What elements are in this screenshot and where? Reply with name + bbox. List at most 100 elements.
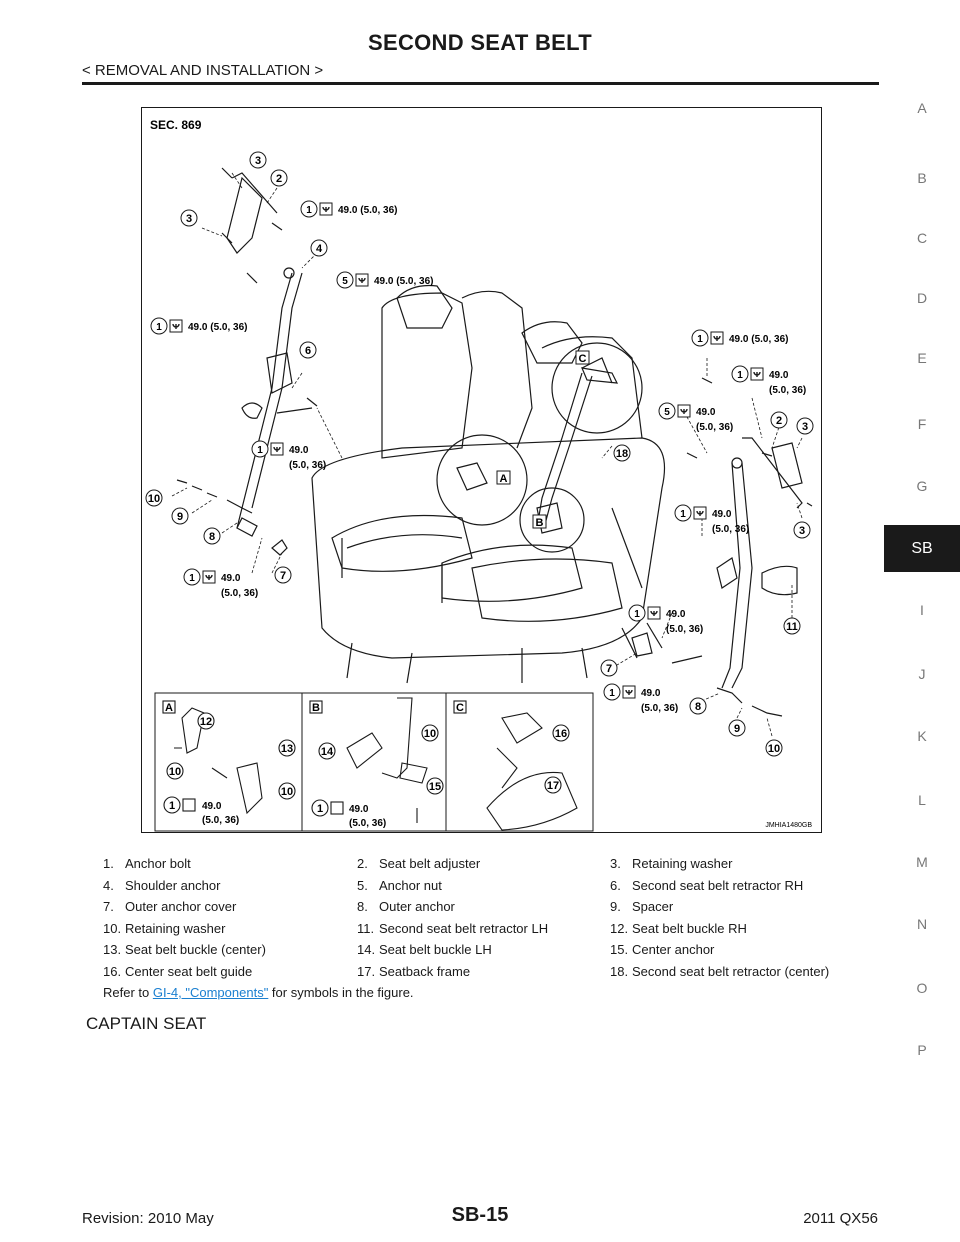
index-tab-k[interactable]: K bbox=[917, 728, 927, 744]
index-tab-a[interactable]: A bbox=[917, 100, 927, 116]
index-tab-d[interactable]: D bbox=[916, 290, 928, 306]
svg-text:11: 11 bbox=[786, 621, 798, 633]
legend-row: 13.Seat belt buckle (center) 14.Seat bel… bbox=[103, 942, 883, 964]
svg-text:1: 1 bbox=[634, 609, 640, 620]
torque-callout-8: 5 49.0 (5.0, 36) bbox=[658, 402, 733, 433]
svg-text:18: 18 bbox=[616, 448, 628, 460]
legend-label: Seatback frame bbox=[379, 963, 471, 979]
index-tab-j[interactable]: J bbox=[918, 666, 926, 682]
svg-text:1: 1 bbox=[156, 322, 162, 333]
svg-text:7: 7 bbox=[606, 663, 612, 675]
footer-revision: Revision: 2010 May bbox=[82, 1210, 214, 1227]
callout-8b: 8 bbox=[689, 697, 707, 715]
svg-text:14: 14 bbox=[321, 746, 334, 758]
legend-label: Second seat belt retractor RH bbox=[632, 877, 804, 893]
svg-text:1: 1 bbox=[737, 370, 743, 381]
legend-number: 16. bbox=[103, 963, 122, 979]
index-tab-i[interactable]: I bbox=[920, 602, 924, 618]
callout-7a: 7 bbox=[274, 566, 292, 584]
legend-row: 7.Outer anchor cover 8.Outer anchor 9.Sp… bbox=[103, 899, 883, 921]
svg-text:9: 9 bbox=[734, 723, 740, 735]
inset-a bbox=[162, 700, 296, 815]
callout-2b: 2 bbox=[770, 411, 788, 429]
retractor-rh-assembly bbox=[176, 167, 318, 556]
svg-text:3: 3 bbox=[802, 421, 808, 433]
index-tab-b[interactable]: B bbox=[917, 170, 927, 186]
legend-number: 3. bbox=[610, 856, 621, 871]
svg-text:9: 9 bbox=[177, 511, 183, 523]
index-tab-o[interactable]: O bbox=[916, 980, 928, 996]
svg-text:49.0: 49.0 bbox=[696, 407, 716, 418]
callout-3a: 3 bbox=[249, 151, 267, 169]
center-belt bbox=[436, 342, 643, 553]
parts-legend: 1.Anchor bolt 2.Seat belt adjuster 3.Ret… bbox=[103, 856, 883, 985]
svg-text:5: 5 bbox=[342, 276, 348, 287]
legend-number: 18. bbox=[610, 963, 629, 979]
callout-lines bbox=[171, 172, 803, 737]
index-tab-c[interactable]: C bbox=[916, 230, 928, 246]
legend-label: Second seat belt retractor LH bbox=[379, 920, 549, 936]
torque-callout-3: 1 49.0 (5.0, 36) bbox=[150, 317, 247, 335]
legend-number: 9. bbox=[610, 899, 621, 914]
index-tab-m[interactable]: M bbox=[916, 854, 928, 870]
legend-label: Spacer bbox=[632, 899, 674, 914]
section-heading: CAPTAIN SEAT bbox=[86, 1014, 207, 1033]
index-tab-n[interactable]: N bbox=[916, 916, 928, 932]
torque-callout-6: 1 49.0 (5.0, 36) bbox=[691, 329, 788, 347]
callout-6: 6 bbox=[299, 341, 317, 359]
svg-text:10: 10 bbox=[424, 728, 436, 740]
svg-text:2: 2 bbox=[776, 415, 782, 427]
svg-text:1: 1 bbox=[257, 445, 263, 456]
detail-letter-b: B bbox=[536, 517, 544, 529]
legend-label: Outer anchor cover bbox=[125, 899, 237, 914]
torque-callout-9: 1 49.0 (5.0, 36) bbox=[674, 504, 749, 535]
svg-text:10: 10 bbox=[768, 743, 780, 755]
callout-18: 18 bbox=[613, 444, 631, 462]
index-tab-p[interactable]: P bbox=[917, 1042, 927, 1058]
callout-4: 4 bbox=[310, 239, 328, 257]
svg-text:10: 10 bbox=[281, 786, 293, 798]
svg-text:1: 1 bbox=[306, 205, 312, 216]
callout-3d: 3 bbox=[793, 521, 811, 539]
torque-callout-7: 1 49.0 (5.0, 36) bbox=[731, 365, 806, 396]
figure-code: JMHIA1480GB bbox=[765, 822, 812, 829]
legend-label: Anchor nut bbox=[379, 877, 442, 893]
legend-number: 2. bbox=[357, 856, 368, 871]
svg-text:(5.0, 36): (5.0, 36) bbox=[349, 818, 386, 829]
svg-text:1: 1 bbox=[189, 573, 195, 584]
torque-callout-2: 5 49.0 (5.0, 36) bbox=[336, 271, 433, 289]
item-callouts: 3 2 3 4 6 10 9 8 7 18 2 3 3 11 7 8 9 10 bbox=[145, 151, 814, 757]
inset-c bbox=[453, 700, 578, 831]
callout-9a: 9 bbox=[171, 507, 189, 525]
svg-text:49.0: 49.0 bbox=[712, 509, 732, 520]
svg-text:7: 7 bbox=[280, 570, 286, 582]
torque-callout-4: 1 49.0 (5.0, 36) bbox=[251, 440, 326, 471]
index-tab-sb[interactable]: SB bbox=[884, 525, 960, 572]
legend-number: 11. bbox=[357, 920, 375, 936]
legend-label: Second seat belt retractor (center) bbox=[632, 963, 830, 979]
detail-letter-c: C bbox=[579, 353, 587, 365]
svg-text:49.0 (5.0, 36): 49.0 (5.0, 36) bbox=[338, 205, 397, 216]
torque-callouts: 1 49.0 (5.0, 36) 5 49.0 (5.0, 36) 1 49.0… bbox=[150, 200, 806, 714]
svg-text:12: 12 bbox=[200, 716, 212, 728]
index-tab-l[interactable]: L bbox=[918, 792, 926, 808]
torque-callout-10: 1 49.0 (5.0, 36) bbox=[628, 604, 703, 635]
svg-text:49.0 (5.0, 36): 49.0 (5.0, 36) bbox=[188, 322, 247, 333]
svg-text:5: 5 bbox=[664, 407, 670, 418]
svg-text:6: 6 bbox=[305, 345, 311, 357]
index-tab-g[interactable]: G bbox=[916, 478, 928, 494]
gi-4-components-link[interactable]: GI-4, "Components" bbox=[152, 985, 269, 1000]
legend-label: Retaining washer bbox=[632, 856, 733, 871]
svg-text:A: A bbox=[165, 702, 173, 714]
index-tab-e[interactable]: E bbox=[917, 350, 927, 366]
legend-number: 13. bbox=[103, 942, 122, 957]
svg-text:49.0: 49.0 bbox=[221, 573, 241, 584]
detail-letters: A B C bbox=[496, 350, 590, 529]
legend-number: 8. bbox=[357, 899, 368, 914]
index-tab-f[interactable]: F bbox=[917, 416, 927, 432]
callout-8a: 8 bbox=[203, 527, 221, 545]
svg-text:1: 1 bbox=[169, 800, 175, 812]
svg-text:1: 1 bbox=[609, 688, 615, 699]
